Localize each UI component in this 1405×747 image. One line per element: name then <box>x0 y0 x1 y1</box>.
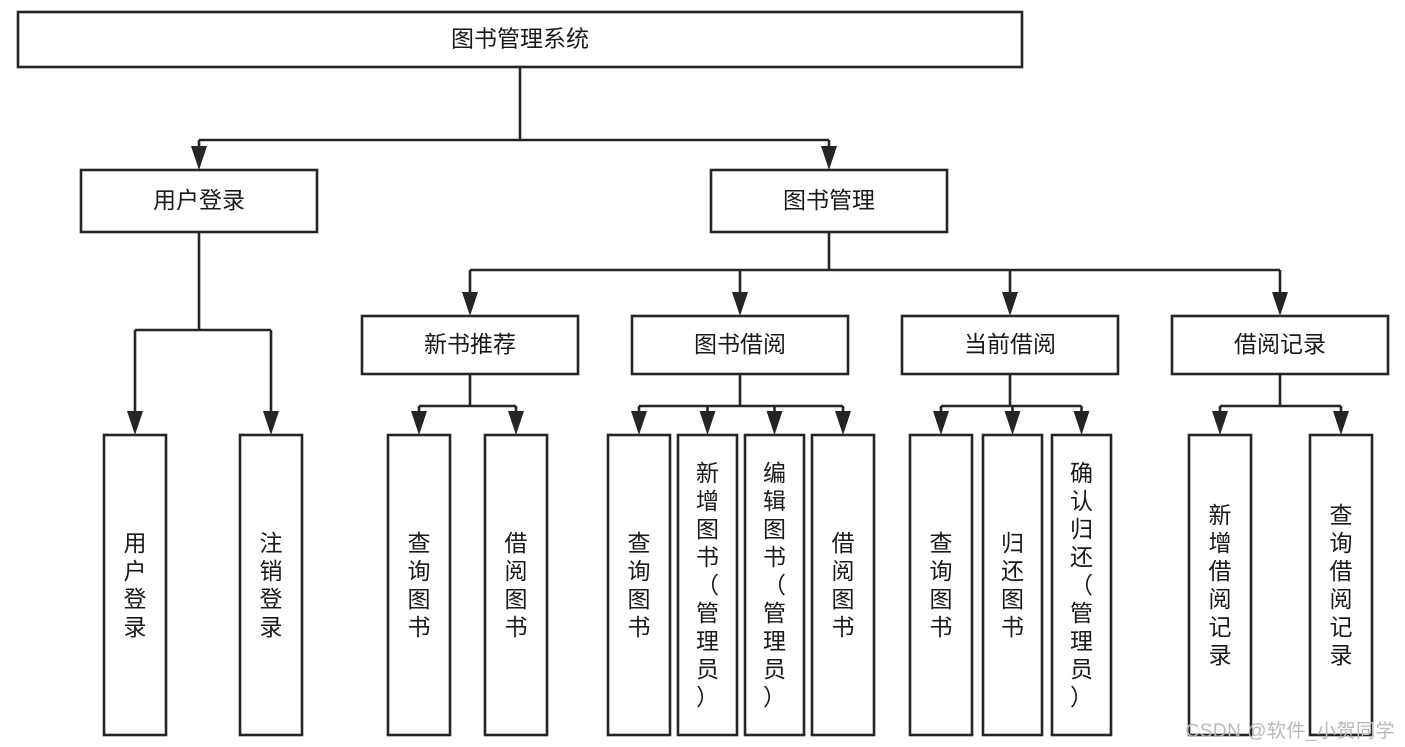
arrow-down-icon <box>1212 411 1228 435</box>
arrow-down-icon <box>411 411 427 435</box>
arrow-down-icon <box>732 292 748 316</box>
node-level2-1-label: 图书管理 <box>783 187 875 213</box>
node-leaf-0[interactable]: 用户登录 <box>102 433 168 737</box>
node-level2-1[interactable]: 图书管理 <box>709 168 949 234</box>
node-leaf-11[interactable]: 新增借阅记录 <box>1187 433 1253 737</box>
node-leaf-9[interactable]: 归还图书 <box>981 433 1044 737</box>
node-leaf-3[interactable]: 借阅图书 <box>483 433 549 737</box>
node-leaf-1-rect <box>238 433 304 737</box>
node-level3-1-rect <box>630 314 850 376</box>
arrow-down-icon <box>1004 411 1021 435</box>
node-level3-0-rect <box>360 314 580 376</box>
node-level3-3[interactable]: 借阅记录 <box>1170 314 1390 376</box>
node-leaf-12[interactable]: 查询借阅记录 <box>1308 433 1374 737</box>
arrow-down-icon <box>933 411 949 435</box>
node-leaf-0-label: 用户登录 <box>124 530 147 640</box>
node-level3-0-label: 新书推荐 <box>424 331 516 357</box>
node-root-system[interactable]: 图书管理系统 <box>16 10 1024 69</box>
node-leaf-7[interactable]: 借阅图书 <box>810 433 876 737</box>
arrow-down-icon <box>1272 292 1288 316</box>
arrow-down-icon <box>631 411 647 435</box>
node-leaf-11-rect <box>1187 433 1253 737</box>
arrow-down-icon <box>263 411 279 435</box>
node-level3-2-rect <box>900 314 1120 376</box>
node-leaf-6[interactable]: 编辑图书（管理员） <box>743 433 806 737</box>
arrow-down-icon <box>835 411 851 435</box>
arrow-down-icon <box>191 146 207 170</box>
node-leaf-12-rect <box>1308 433 1374 737</box>
node-layer: 图书管理系统用户登录图书管理新书推荐图书借阅当前借阅借阅记录用户登录注销登录查询… <box>16 10 1390 737</box>
node-level2-0-rect <box>79 168 319 234</box>
arrow-down-icon <box>1333 411 1349 435</box>
node-leaf-8-rect <box>908 433 974 737</box>
node-leaf-3-label: 借阅图书 <box>505 530 528 640</box>
connector-layer <box>127 67 1349 435</box>
node-leaf-1[interactable]: 注销登录 <box>238 433 304 737</box>
arrow-down-icon <box>1073 411 1090 435</box>
node-root-system-label: 图书管理系统 <box>451 26 589 52</box>
node-leaf-3-rect <box>483 433 549 737</box>
node-leaf-9-rect <box>981 433 1044 737</box>
node-leaf-10[interactable]: 确认归还（管理员） <box>1050 433 1113 737</box>
node-level2-0-label: 用户登录 <box>153 187 245 213</box>
node-leaf-4-rect <box>606 433 672 737</box>
arrow-down-icon <box>766 411 783 435</box>
node-leaf-0-rect <box>102 433 168 737</box>
node-level3-0[interactable]: 新书推荐 <box>360 314 580 376</box>
node-level3-2-label: 当前借阅 <box>964 331 1056 357</box>
node-leaf-1-label: 注销登录 <box>260 530 283 640</box>
node-level3-2[interactable]: 当前借阅 <box>900 314 1120 376</box>
node-leaf-10-rect <box>1050 433 1113 737</box>
node-leaf-12-label: 查询借阅记录 <box>1330 502 1353 668</box>
node-leaf-2-label: 查询图书 <box>408 530 431 640</box>
node-leaf-11-label: 新增借阅记录 <box>1209 502 1232 668</box>
arrow-down-icon <box>462 292 478 316</box>
node-leaf-7-rect <box>810 433 876 737</box>
node-level3-1[interactable]: 图书借阅 <box>630 314 850 376</box>
node-leaf-6-label: 编辑图书（管理员） <box>763 460 786 710</box>
node-root-system-rect <box>16 10 1024 69</box>
node-level3-3-rect <box>1170 314 1390 376</box>
node-leaf-2-rect <box>386 433 452 737</box>
node-leaf-4[interactable]: 查询图书 <box>606 433 672 737</box>
node-leaf-7-label: 借阅图书 <box>832 530 855 640</box>
node-leaf-4-label: 查询图书 <box>628 530 651 640</box>
arrow-down-icon <box>1002 292 1018 316</box>
node-level3-3-label: 借阅记录 <box>1234 331 1326 357</box>
node-leaf-9-label: 归还图书 <box>1001 530 1024 640</box>
arrow-down-icon <box>508 411 524 435</box>
node-level2-0[interactable]: 用户登录 <box>79 168 319 234</box>
node-leaf-2[interactable]: 查询图书 <box>386 433 452 737</box>
node-leaf-6-rect <box>743 433 806 737</box>
arrow-down-icon <box>821 146 837 170</box>
node-leaf-5[interactable]: 新增图书（管理员） <box>676 433 739 737</box>
node-leaf-10-label: 确认归还（管理员） <box>1070 460 1093 710</box>
arrow-down-icon <box>127 411 143 435</box>
node-leaf-5-label: 新增图书（管理员） <box>696 460 719 710</box>
arrow-down-icon <box>699 411 716 435</box>
node-leaf-8[interactable]: 查询图书 <box>908 433 974 737</box>
node-leaf-8-label: 查询图书 <box>930 530 953 640</box>
node-leaf-5-rect <box>676 433 739 737</box>
node-level2-1-rect <box>709 168 949 234</box>
node-level3-1-label: 图书借阅 <box>694 331 786 357</box>
